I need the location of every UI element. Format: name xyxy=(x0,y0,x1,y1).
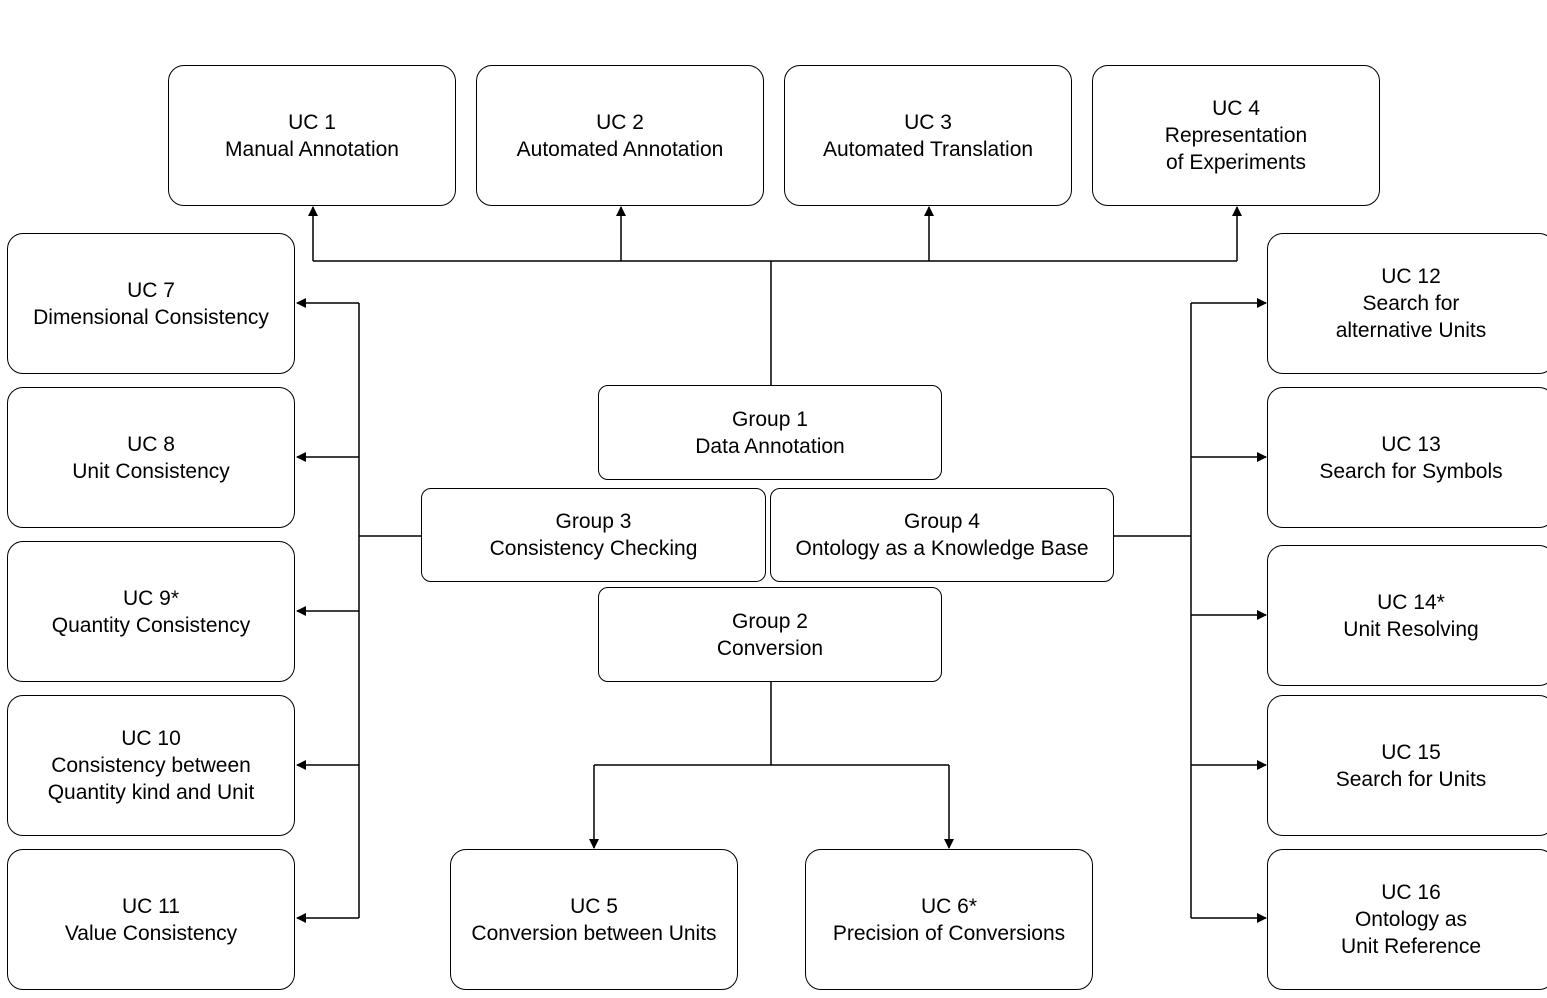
uc2-box: UC 2 Automated Annotation xyxy=(476,65,764,206)
uc11-title: Value Consistency xyxy=(64,921,238,945)
uc14-id: UC 14* xyxy=(1377,590,1445,614)
uc1-title: Manual Annotation xyxy=(225,137,399,161)
uc1-id: UC 1 xyxy=(288,110,336,134)
uc14-box: UC 14* Unit Resolving xyxy=(1267,545,1547,686)
uc10-title-line2: Quantity kind and Unit xyxy=(47,781,255,804)
group3-box: Group 3 Consistency Checking xyxy=(421,488,766,582)
group2-id: Group 2 xyxy=(732,609,808,633)
uc5-title: Conversion between Units xyxy=(471,921,717,945)
uc3-box: UC 3 Automated Translation xyxy=(784,65,1072,206)
uc6-title: Precision of Conversions xyxy=(832,921,1066,945)
uc15-id: UC 15 xyxy=(1381,740,1441,764)
uc10-id: UC 10 xyxy=(121,727,181,750)
uc1-box: UC 1 Manual Annotation xyxy=(168,65,456,206)
group2-name: Conversion xyxy=(716,636,824,660)
uc12-title-line2: alternative Units xyxy=(1335,319,1487,342)
uc13-box: UC 13 Search for Symbols xyxy=(1267,387,1547,528)
uc2-id: UC 2 xyxy=(596,110,644,134)
uc12-box: UC 12 Search for alternative Units xyxy=(1267,233,1547,374)
uc14-title: Unit Resolving xyxy=(1343,617,1479,641)
group4-name: Ontology as a Knowledge Base xyxy=(795,537,1089,560)
uc16-title-line1: Ontology as xyxy=(1354,908,1468,931)
uc6-box: UC 6* Precision of Conversions xyxy=(805,849,1093,990)
uc13-title: Search for Symbols xyxy=(1319,459,1503,483)
group4-box: Group 4 Ontology as a Knowledge Base xyxy=(770,488,1114,582)
uc9-id: UC 9* xyxy=(122,586,180,610)
uc15-title: Search for Units xyxy=(1335,767,1487,791)
uc16-box: UC 16 Ontology as Unit Reference xyxy=(1267,849,1547,990)
uc15-box: UC 15 Search for Units xyxy=(1267,695,1547,836)
uc12-title-line1: Search for xyxy=(1362,292,1460,315)
group1-box: Group 1 Data Annotation xyxy=(598,385,942,480)
uc4-id: UC 4 xyxy=(1212,97,1260,120)
group1-id: Group 1 xyxy=(732,407,808,431)
group2-box: Group 2 Conversion xyxy=(598,587,942,682)
uc4-title-line2: of Experiments xyxy=(1165,151,1307,174)
uc11-id: UC 11 xyxy=(122,894,180,918)
uc7-box: UC 7 Dimensional Consistency xyxy=(7,233,295,374)
uc3-id: UC 3 xyxy=(904,110,952,134)
uc16-title-line2: Unit Reference xyxy=(1340,935,1482,958)
uc8-box: UC 8 Unit Consistency xyxy=(7,387,295,528)
uc13-id: UC 13 xyxy=(1381,432,1441,456)
uc10-box: UC 10 Consistency between Quantity kind … xyxy=(7,695,295,836)
group3-name: Consistency Checking xyxy=(489,537,698,560)
uc4-title-line1: Representation xyxy=(1164,124,1308,147)
uc2-title: Automated Annotation xyxy=(516,137,724,161)
uc5-box: UC 5 Conversion between Units xyxy=(450,849,738,990)
uc12-id: UC 12 xyxy=(1381,265,1441,288)
uc5-id: UC 5 xyxy=(570,894,618,918)
uc4-box: UC 4 Representation of Experiments xyxy=(1092,65,1380,206)
group1-name: Data Annotation xyxy=(695,434,845,458)
uc7-title: Dimensional Consistency xyxy=(33,305,269,329)
uc8-title: Unit Consistency xyxy=(72,459,230,483)
uc10-title-line1: Consistency between xyxy=(51,754,251,777)
uc6-id: UC 6* xyxy=(920,894,978,918)
group3-id: Group 3 xyxy=(555,510,632,533)
uc16-id: UC 16 xyxy=(1381,881,1441,904)
uc3-title: Automated Translation xyxy=(822,137,1034,161)
uc8-id: UC 8 xyxy=(127,432,175,456)
uc9-box: UC 9* Quantity Consistency xyxy=(7,541,295,682)
uc11-box: UC 11 Value Consistency xyxy=(7,849,295,990)
uc7-id: UC 7 xyxy=(127,278,175,302)
group4-id: Group 4 xyxy=(904,510,980,533)
uc9-title: Quantity Consistency xyxy=(51,613,251,637)
